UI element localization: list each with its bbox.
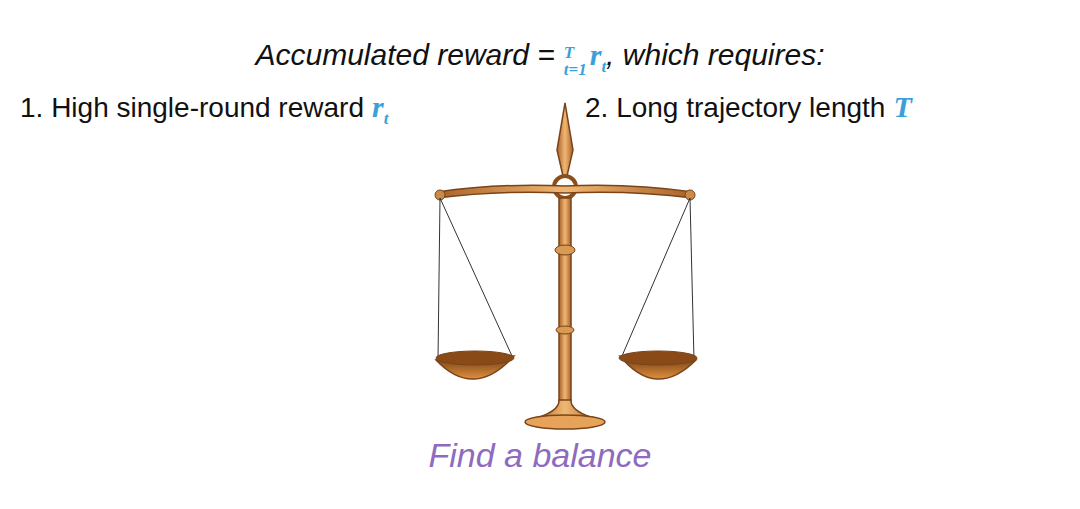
requirement-one: 1. High single-round reward rt — [20, 90, 388, 127]
label-text: 1. High single-round reward — [20, 92, 364, 123]
scale-pan — [619, 351, 697, 365]
scale-post — [559, 198, 571, 403]
label-text: 2. Long trajectory length — [585, 92, 885, 123]
label-text: Accumulated reward = — [255, 38, 554, 71]
pan-string — [622, 198, 690, 356]
pan-string — [440, 198, 512, 356]
label-text: t — [384, 109, 389, 128]
label-text: T — [893, 90, 911, 123]
label-text: , which requires: — [606, 38, 824, 71]
requirement-two: 2. Long trajectory length T — [585, 90, 912, 124]
scale-beam — [437, 185, 693, 198]
formula-line: Accumulated reward = Tt=1rt, which requir… — [255, 38, 824, 78]
scale-pointer — [557, 103, 573, 176]
label-text: t=1 — [564, 61, 587, 78]
post-knob — [555, 245, 575, 255]
scale-pan — [436, 351, 514, 365]
label-text: t — [601, 57, 606, 76]
label-text: r — [372, 90, 384, 123]
post-knob — [556, 326, 574, 334]
scale-base — [525, 415, 605, 429]
pan-string — [438, 198, 440, 360]
sum-limits: Tt=1 — [564, 44, 587, 78]
pan-string — [690, 198, 694, 360]
label-text: r — [590, 38, 602, 71]
caption: Find a balance — [0, 436, 1080, 475]
label-text: T — [564, 44, 587, 61]
